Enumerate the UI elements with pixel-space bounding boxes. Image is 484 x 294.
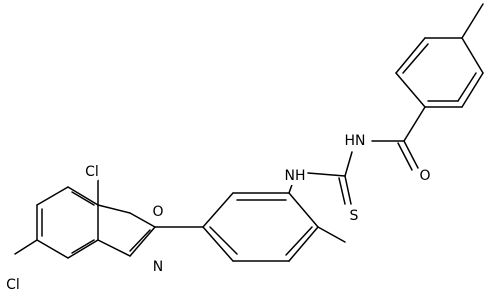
atom-label: O [152,204,163,220]
bond [67,186,99,206]
bond [129,212,156,228]
bond [457,72,477,102]
bond [285,226,313,256]
bond [71,191,95,206]
bond [402,43,429,74]
bond [36,186,69,206]
bond [338,177,346,205]
bond [288,226,319,262]
bond [461,3,484,39]
atom-n-ring: N [150,259,166,275]
atom-labels: O N Cl Cl NH HN S O [3,132,433,294]
atom-label: HN [345,133,366,149]
bond [36,239,69,259]
bond [202,226,234,262]
bond [403,140,419,169]
atom-cl-top: Cl [82,162,102,182]
atom-nh-left: NH [283,167,307,185]
atom-label: Cl [6,277,20,293]
atom-sulfur: S [346,208,362,224]
atom-label: N [153,259,163,275]
bond [461,37,484,74]
atom-nh-right: HN [343,132,367,150]
atom-oxygen-carbonyl: O [417,168,433,184]
bond [129,226,156,257]
bonds [14,3,484,262]
atom-label: S [350,208,359,224]
bond [14,239,38,255]
atom-o-ring: O [150,204,166,220]
bond [209,226,238,255]
bond [395,37,426,74]
bond [307,172,346,177]
bond [397,142,413,171]
bond [97,239,131,257]
bond [71,239,95,254]
bond [344,175,352,205]
bond [395,72,426,108]
bond [344,151,353,177]
bond [67,239,99,259]
atom-label: Cl [85,164,99,180]
bond [461,72,484,108]
bond [129,229,151,252]
atom-cl-bottom: Cl [3,275,23,294]
bond [317,226,346,243]
bond [288,192,319,228]
atom-label: NH [285,168,306,184]
bond [97,204,131,214]
bond [403,106,426,142]
bond [202,192,234,228]
atom-label: O [419,168,430,184]
